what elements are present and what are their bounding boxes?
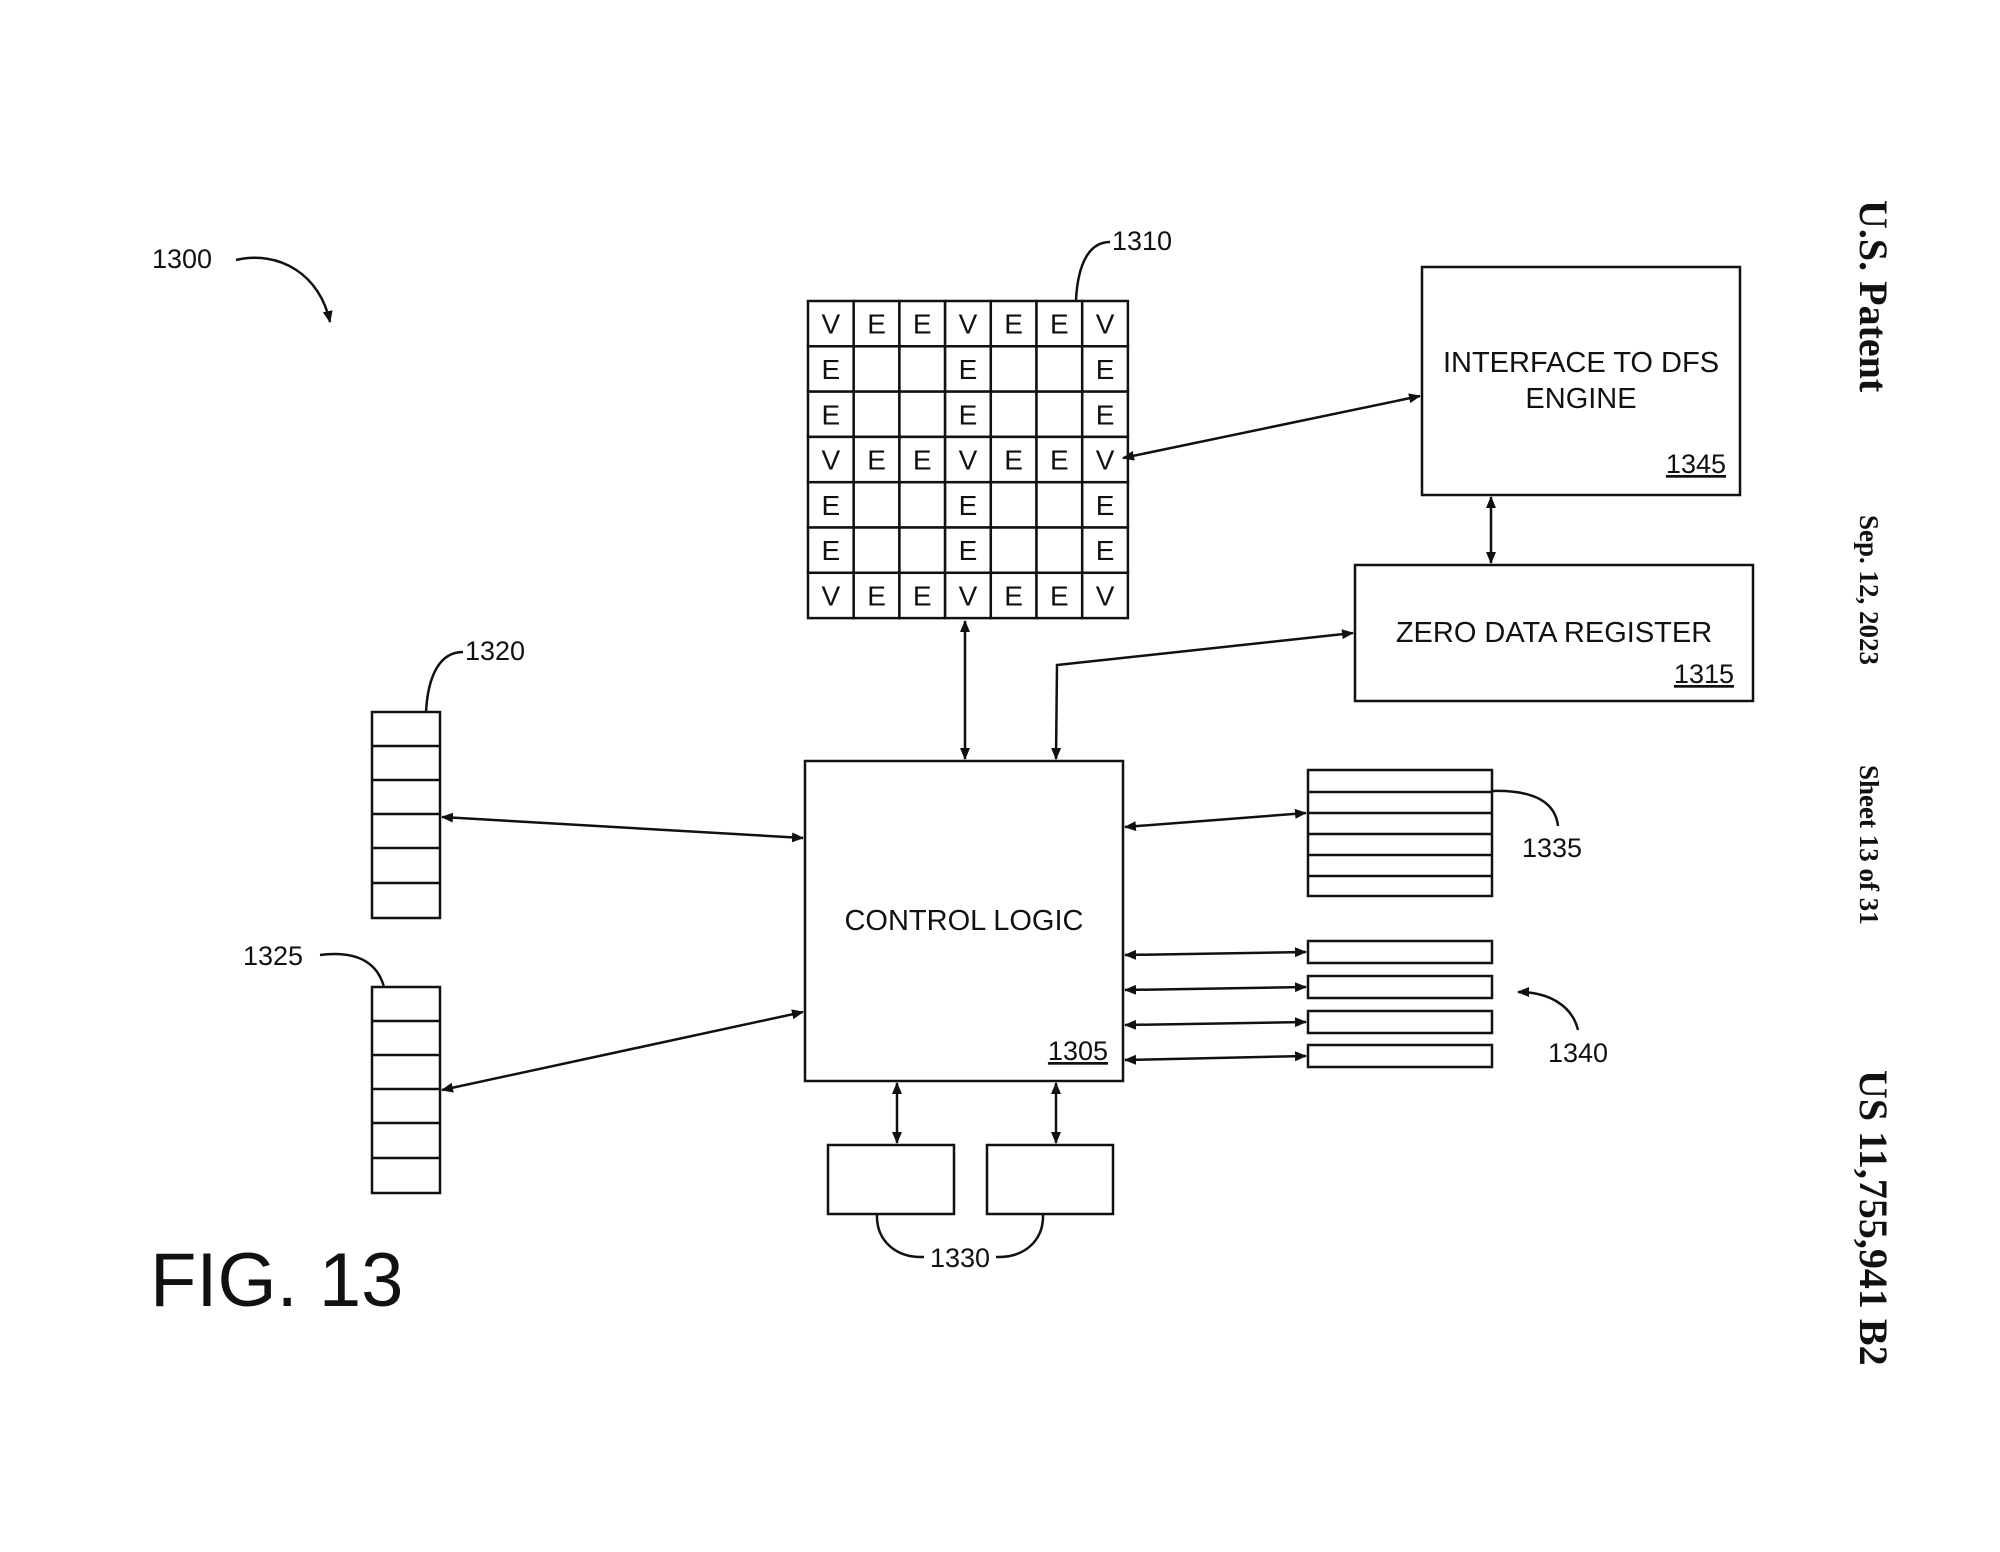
header-patent-number: US 11,755,941 B2 (1851, 1070, 1896, 1366)
connection-arrows (441, 393, 1496, 1144)
grid-cell (943, 435, 993, 484)
ref-1305: 1305 (1048, 1036, 1108, 1066)
grid-cell-label: V (959, 445, 978, 476)
grid-cell-label: E (913, 580, 932, 611)
ref-1330: 1330 (930, 1243, 990, 1273)
ref-1330-leader-2 (995, 1213, 1045, 1259)
grid-cell (852, 480, 901, 529)
grid-cell (1035, 480, 1084, 529)
grid-cell-label: E (867, 580, 886, 611)
ref-1300: 1300 (152, 244, 212, 274)
bottom-box-right (985, 1143, 1115, 1216)
register-stack-1335 (1306, 768, 1494, 898)
grid-cell-label: E (1004, 309, 1023, 340)
grid-cell (989, 571, 1038, 620)
grid-cell-label: E (822, 490, 841, 521)
ref-1325-leader (319, 952, 386, 988)
grid-cell-label: V (822, 445, 841, 476)
zero-data-register-label: ZERO DATA REGISTER (1396, 617, 1712, 649)
control-logic-box (803, 759, 1125, 1083)
interface-label-line2: ENGINE (1525, 383, 1636, 415)
grid-cell-label: E (959, 490, 978, 521)
grid-cell-label: E (959, 399, 978, 430)
grid-cell (806, 345, 855, 393)
grid-cell (989, 345, 1038, 393)
ref-1330-leader (875, 1213, 925, 1259)
grid-cell-label: V (959, 580, 978, 611)
grid-cell-label: E (913, 309, 932, 340)
grid-cell (1080, 435, 1130, 484)
grid-cell (852, 390, 901, 439)
ref-1325: 1325 (243, 941, 303, 971)
grid-cell (1035, 345, 1084, 393)
grid-cell (898, 390, 947, 439)
grid-cell-label: E (867, 309, 886, 340)
grid-cell (1080, 571, 1130, 620)
register-stack-1325 (370, 985, 442, 1195)
grid-cell-label: E (1050, 445, 1069, 476)
ref-1335-leader (1491, 789, 1560, 827)
ref-1345: 1345 (1666, 449, 1726, 479)
grid-cell-label: V (1096, 445, 1115, 476)
ref-1340-leader (1517, 987, 1580, 1031)
ref-1340: 1340 (1548, 1038, 1608, 1068)
header-sheet: Sheet 13 of 31 (1854, 765, 1884, 925)
ref-1310: 1310 (1112, 226, 1172, 256)
grid-cell (898, 526, 947, 575)
grid-cell-label: E (913, 445, 932, 476)
zero-data-register-box (1353, 563, 1755, 703)
ref-1320-leader (424, 650, 464, 713)
bottom-box-left (826, 1143, 956, 1216)
register-stack-1320 (370, 710, 442, 920)
grid-cell-label: V (1096, 580, 1115, 611)
grid-cell (852, 526, 901, 575)
header-date: Sep. 12, 2023 (1854, 515, 1884, 665)
grid-cell (1035, 390, 1084, 439)
grid-cell (898, 435, 947, 484)
grid-cell-label: E (822, 535, 841, 566)
ref-1335: 1335 (1522, 833, 1582, 863)
grid-cell (806, 571, 855, 620)
grid-cell-label: E (1050, 309, 1069, 340)
interface-dfs-engine-box (1420, 265, 1742, 497)
grid-cell-label: E (959, 535, 978, 566)
interface-label-line1: INTERFACE TO DFS (1443, 347, 1719, 379)
grid-cell (1035, 435, 1084, 484)
ref-1315: 1315 (1674, 659, 1734, 689)
grid-cell (898, 345, 947, 393)
figure-label: FIG. 13 (150, 1238, 403, 1323)
register-bars-1340 (1306, 939, 1494, 1069)
grid-cell-label: E (1096, 354, 1115, 385)
grid-cell (989, 390, 1038, 439)
grid-cell (852, 571, 901, 620)
ref-1320: 1320 (465, 636, 525, 666)
grid-cell (1080, 345, 1130, 393)
grid-cell-label: E (959, 354, 978, 385)
ref-1300-leader (235, 256, 333, 323)
grid-cell-label: V (822, 580, 841, 611)
grid-cell (989, 480, 1038, 529)
grid-cell (1035, 526, 1084, 575)
grid-cell-label: E (867, 445, 886, 476)
grid-cell (898, 480, 947, 529)
grid-cell-label: E (1096, 399, 1115, 430)
grid-cell-label: E (1004, 445, 1023, 476)
grid-cell-label: V (1096, 309, 1115, 340)
grid-cell (852, 345, 901, 393)
grid-cell-label: V (822, 309, 841, 340)
ref-1310-leader (1074, 240, 1111, 301)
grid-cell-label: E (1004, 580, 1023, 611)
grid-cell (989, 526, 1038, 575)
grid-cell-label: V (959, 309, 978, 340)
grid-cell-label: E (822, 354, 841, 385)
header-publisher: U.S. Patent (1851, 200, 1896, 393)
grid-cell-label: E (822, 399, 841, 430)
grid-cell-label: E (1050, 580, 1069, 611)
control-logic-label: CONTROL LOGIC (844, 905, 1083, 937)
grid-cell (1080, 480, 1130, 529)
grid-cell-label: E (1096, 535, 1115, 566)
grid-cell-label: E (1096, 490, 1115, 521)
